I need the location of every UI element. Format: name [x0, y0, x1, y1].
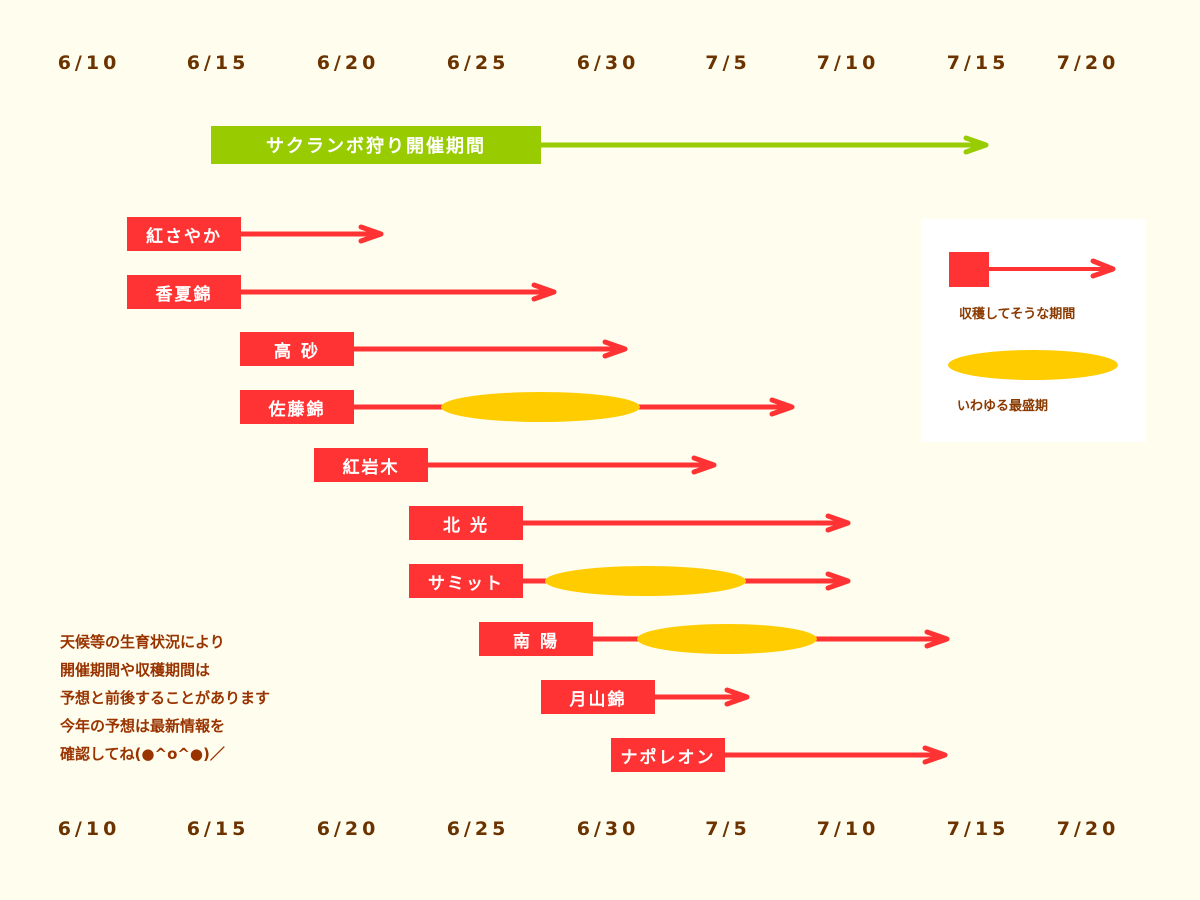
date-tick: 7/20: [1056, 818, 1120, 840]
variety-label: 月山錦: [541, 680, 655, 714]
date-tick: 7/15: [946, 818, 1010, 840]
harvest-arrow: [354, 339, 628, 359]
harvest-arrow: [655, 687, 750, 707]
variety-label: ナポレオン: [611, 738, 725, 772]
season-arrow: [541, 135, 989, 155]
legend-harvest-label: 収穫してそうな期間: [959, 307, 1076, 322]
date-tick: 6/15: [186, 52, 250, 74]
date-tick: 6/15: [186, 818, 250, 840]
date-tick: 6/25: [446, 52, 510, 74]
date-tick: 6/30: [576, 52, 640, 74]
legend-peak-ellipse-icon: [948, 350, 1118, 380]
variety-label: 佐藤錦: [240, 390, 354, 424]
harvest-arrow: [241, 282, 557, 302]
date-tick: 6/10: [57, 52, 121, 74]
note-line: 開催期間や収穫期間は: [60, 661, 211, 679]
date-axis-bottom: 6/10 6/15 6/20 6/25 6/30 7/5 7/10 7/15 7/20: [0, 818, 1200, 848]
date-axis-top: 6/10 6/15 6/20 6/25 6/30 7/5 7/10 7/15 7/20: [0, 52, 1200, 82]
date-tick: 6/20: [316, 52, 380, 74]
peak-period-ellipse: [545, 566, 746, 596]
variety-label: 紅さやか: [127, 217, 241, 251]
note-line: 天候等の生育状況により: [60, 633, 225, 651]
date-tick: 6/25: [446, 818, 510, 840]
date-tick: 7/15: [946, 52, 1010, 74]
legend-harvest-box-icon: [949, 252, 989, 287]
date-tick: 7/10: [816, 52, 880, 74]
date-tick: 7/5: [705, 52, 751, 74]
harvest-arrow: [428, 455, 717, 475]
variety-label: 香夏錦: [127, 275, 241, 309]
variety-label: 紅岩木: [314, 448, 428, 482]
date-tick: 7/20: [1056, 52, 1120, 74]
legend: 収穫してそうな期間 いわゆる最盛期: [921, 219, 1146, 442]
variety-label: サミット: [409, 564, 523, 598]
note-line: 予想と前後することがあります: [60, 689, 271, 707]
date-tick: 6/20: [316, 818, 380, 840]
legend-graphics: [948, 252, 1118, 380]
variety-label: 南 陽: [479, 622, 593, 656]
harvest-arrow: [523, 513, 851, 533]
date-tick: 7/10: [816, 818, 880, 840]
note-line: 確認してね(●^o^●)／: [60, 745, 225, 763]
weather-note: 天候等の生育状況により 開催期間や収穫期間は 予想と前後することがあります 今年…: [60, 628, 270, 768]
legend-peak-label: いわゆる最盛期: [957, 399, 1049, 414]
variety-label: 北 光: [409, 506, 523, 540]
date-tick: 7/5: [705, 818, 751, 840]
note-line: 今年の予想は最新情報を: [60, 717, 226, 735]
harvest-arrow: [241, 224, 384, 244]
date-tick: 6/30: [576, 818, 640, 840]
variety-label: 高 砂: [240, 332, 354, 366]
date-tick: 6/10: [57, 818, 121, 840]
peak-period-ellipse: [637, 624, 817, 654]
harvest-arrow: [725, 745, 948, 765]
peak-period-ellipse: [441, 392, 640, 422]
season-period-label: サクランボ狩り開催期間: [211, 126, 541, 164]
